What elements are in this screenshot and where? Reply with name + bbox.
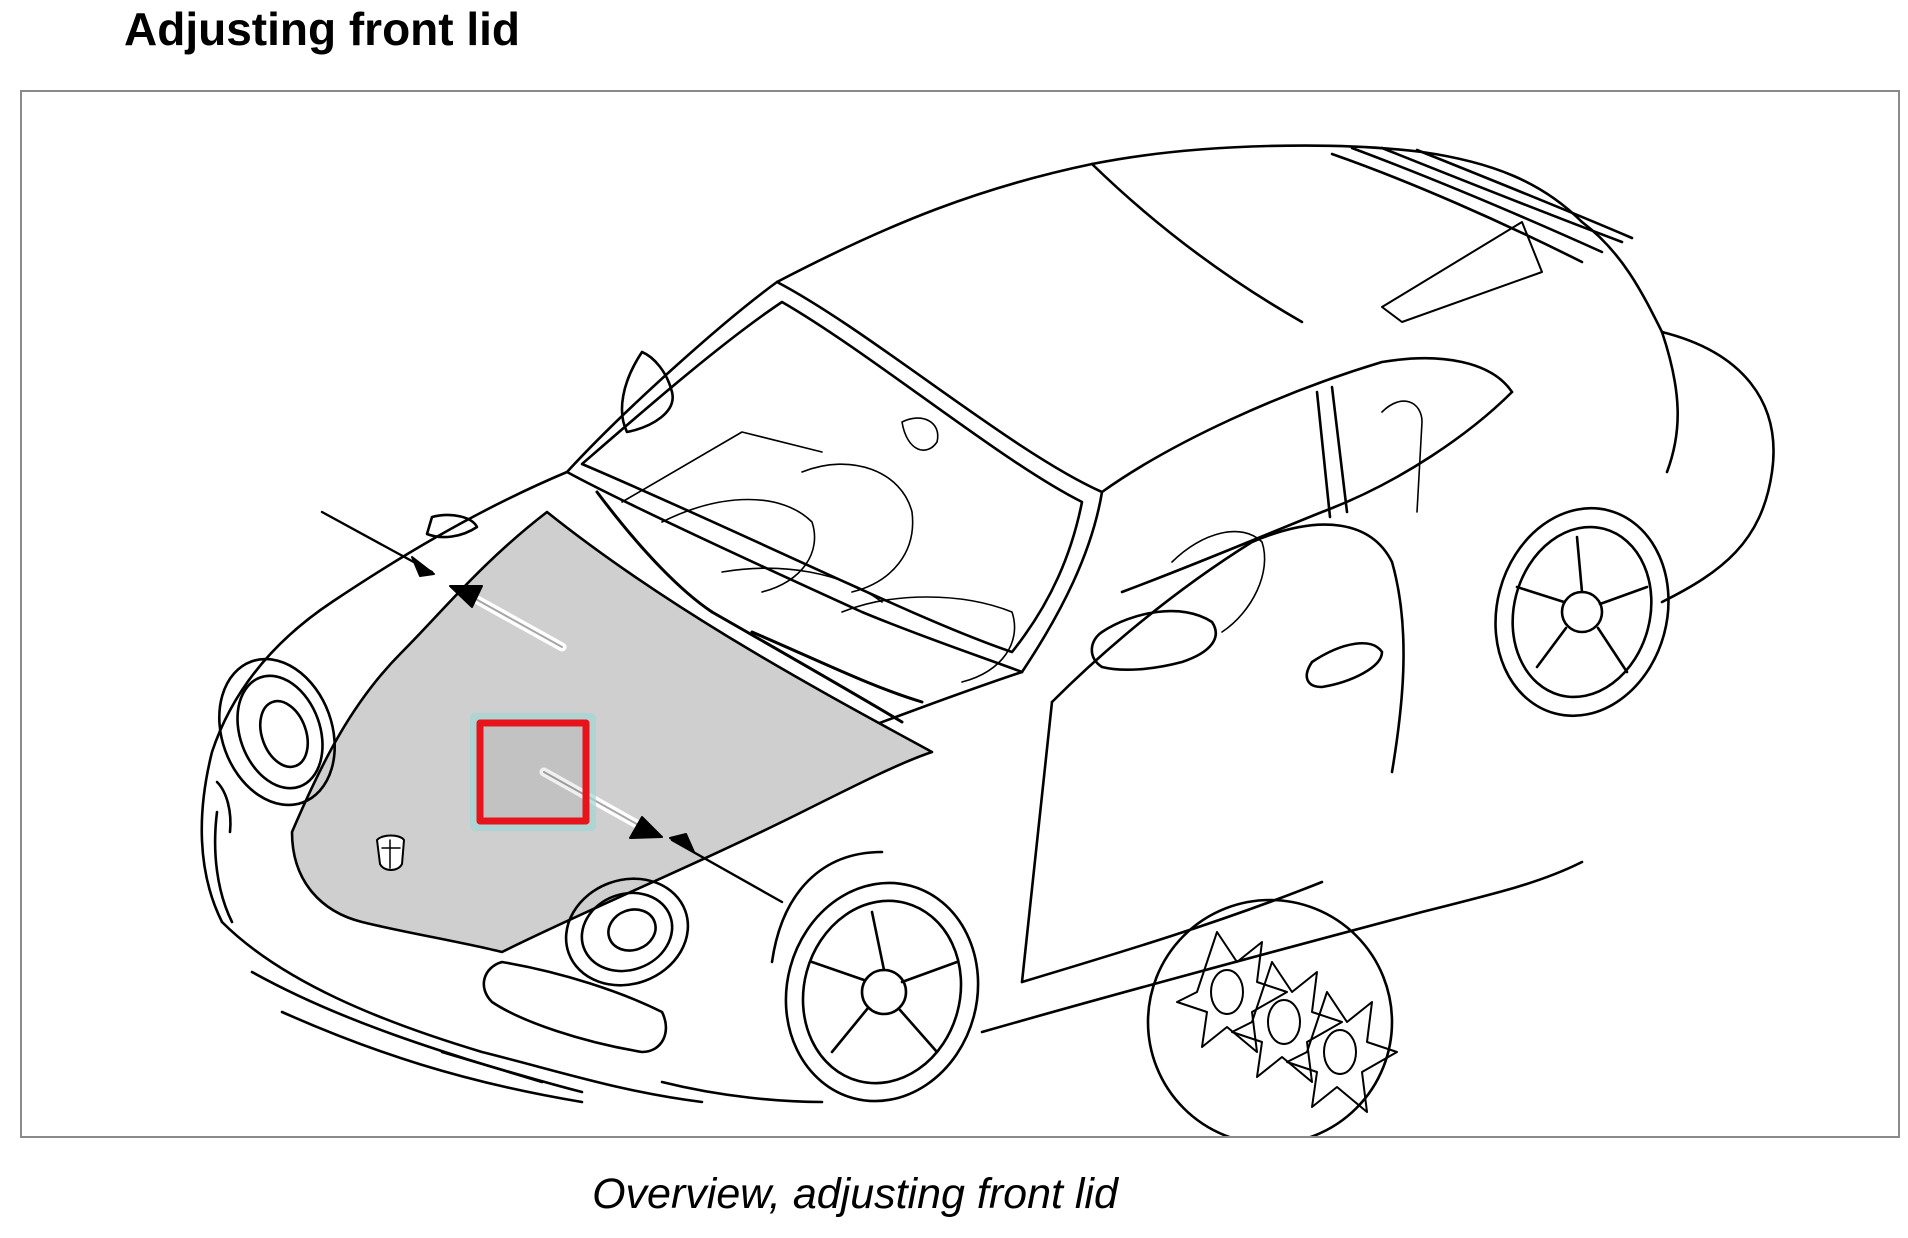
car-illustration [200,144,1775,1136]
front-lid-shaded [290,510,934,954]
detail-inset-adjusters [1146,898,1398,1136]
windshield-wipers [595,490,924,724]
figure-caption: Overview, adjusting front lid [592,1170,1118,1218]
car-interior [621,400,1423,683]
front-wheel [770,850,980,1103]
figure-frame [20,90,1900,1138]
page-title: Adjusting front lid [124,3,521,55]
rear-wheel [1494,506,1670,718]
highlight-box [470,713,596,831]
car-body-outline [200,144,1775,1104]
left-headlight [218,657,336,807]
right-headlight [564,877,690,987]
porsche-crest-emblem [376,834,405,871]
